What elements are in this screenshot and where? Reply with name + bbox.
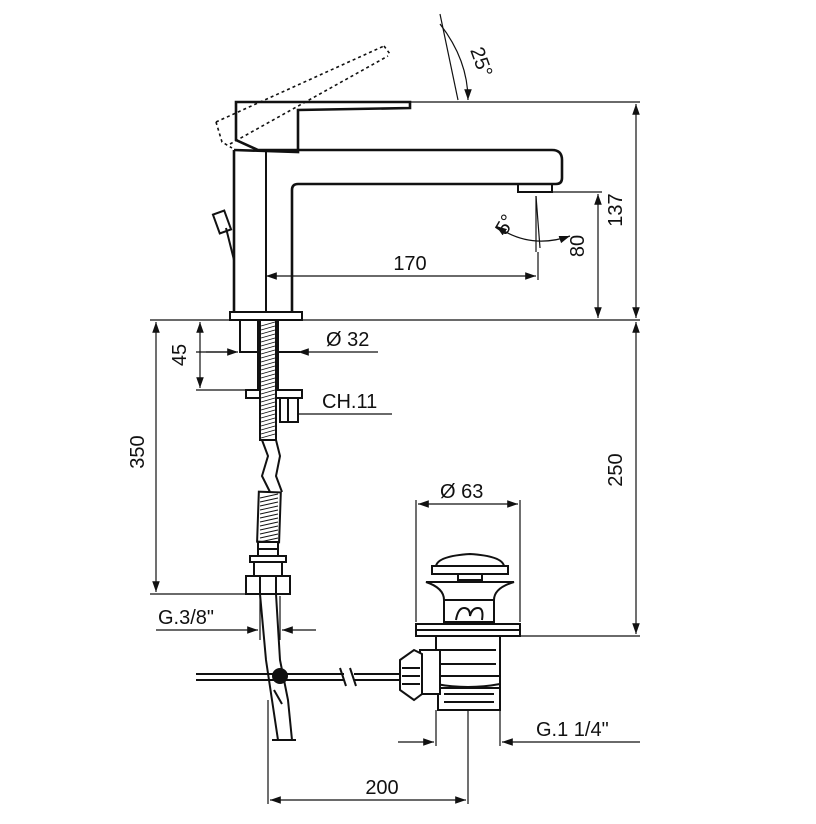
- hose-hatch-line: [260, 413, 276, 419]
- base-diameter-dimension: Ø 32: [206, 329, 378, 356]
- waste-thread-label: G.1 1/4": [536, 719, 609, 741]
- wrench-size-dimension: CH.11: [298, 391, 392, 415]
- hose-connection-label: G.3/8": [158, 607, 214, 629]
- hose-hatch-line: [260, 389, 276, 395]
- hose-hatch-line: [260, 349, 276, 355]
- hose-hatch-line: [259, 525, 279, 531]
- base-diameter-label: Ø 32: [326, 329, 369, 351]
- lever-angle-label: 25°: [465, 44, 496, 80]
- hose-hatch-line: [260, 417, 276, 423]
- spout-reach-label: 170: [393, 253, 426, 275]
- faucet-body: [229, 148, 564, 321]
- tap-to-waste-label: 200: [365, 777, 398, 799]
- hose-hatch-line: [260, 397, 276, 403]
- threaded-shank: [196, 319, 303, 423]
- spout-angle-label: 5°: [491, 211, 520, 239]
- wrench-size-label: CH.11: [322, 391, 377, 413]
- hose-hatch-line: [260, 401, 276, 407]
- hose-hatch-line: [259, 533, 279, 539]
- total-height-label: 137: [605, 193, 627, 226]
- hose-hatch-line: [260, 409, 276, 415]
- hose-hatch-line: [260, 381, 276, 387]
- hose-hatch-line: [260, 369, 276, 375]
- flexible-hose: [245, 319, 296, 741]
- hose-hatch-line: [260, 325, 276, 331]
- hose-hatch-line: [260, 329, 276, 335]
- spout-height-dimension: 80: [548, 191, 602, 318]
- hose-hatch-line: [259, 505, 279, 511]
- hose-hatch-line: [259, 529, 279, 535]
- hose-connection-dimension: G.3/8": [156, 596, 316, 640]
- total-height-dimension: 137: [410, 101, 640, 318]
- hose-hatch-line: [260, 373, 276, 379]
- hose-hatch-line: [260, 357, 276, 363]
- hose-hatch-line: [260, 425, 276, 431]
- popup-waste: [196, 552, 521, 711]
- popup-rod: [211, 209, 235, 261]
- faucet-lever: [215, 45, 412, 152]
- hose-hatch-line: [260, 421, 276, 427]
- thread-length-dimension: 45: [169, 322, 204, 388]
- hose-hatch-line: [259, 493, 279, 499]
- hose-hatch-line: [259, 517, 279, 523]
- waste-depth-label: 250: [605, 453, 627, 486]
- thread-length-label: 45: [169, 344, 191, 366]
- waste-thread-dimension: G.1 1/4": [398, 710, 640, 746]
- hose-hatch-line: [259, 509, 279, 515]
- hose-hatch-line: [260, 333, 276, 339]
- hose-hatch-line: [259, 513, 279, 519]
- hose-hatch-line: [259, 501, 279, 507]
- lever-angle-dimension: 25°: [439, 13, 496, 101]
- waste-depth-dimension: 250: [520, 322, 640, 637]
- hose-hatch-line: [260, 377, 276, 383]
- hose-length-dimension: 350: [127, 322, 246, 595]
- hose-hatch-line: [260, 385, 276, 391]
- hose-hatch-line: [259, 521, 279, 527]
- hose-hatch-line: [260, 429, 276, 435]
- waste-diameter-dimension: Ø 63: [415, 481, 521, 622]
- spout-height-label: 80: [567, 235, 589, 257]
- hose-hatch-line: [260, 365, 276, 371]
- hose-length-label: 350: [127, 435, 149, 468]
- waste-diameter-label: Ø 63: [440, 481, 483, 503]
- hose-hatch-line: [260, 353, 276, 359]
- hose-hatch-line: [259, 497, 279, 503]
- hose-hatch-line: [260, 337, 276, 343]
- hose-hatch-line: [260, 345, 276, 351]
- hose-hatch-line: [260, 405, 276, 411]
- hose-hatch-line: [260, 361, 276, 367]
- hose-hatch-line: [260, 341, 276, 347]
- spout-angle-dimension: 5°: [491, 195, 571, 252]
- hose-hatch-line: [260, 393, 276, 399]
- tap-to-waste-dimension: 200: [267, 700, 469, 804]
- hose-hatch-line: [260, 321, 276, 327]
- hose-hatch-line: [260, 433, 276, 439]
- spout-reach-dimension: 170: [266, 252, 539, 280]
